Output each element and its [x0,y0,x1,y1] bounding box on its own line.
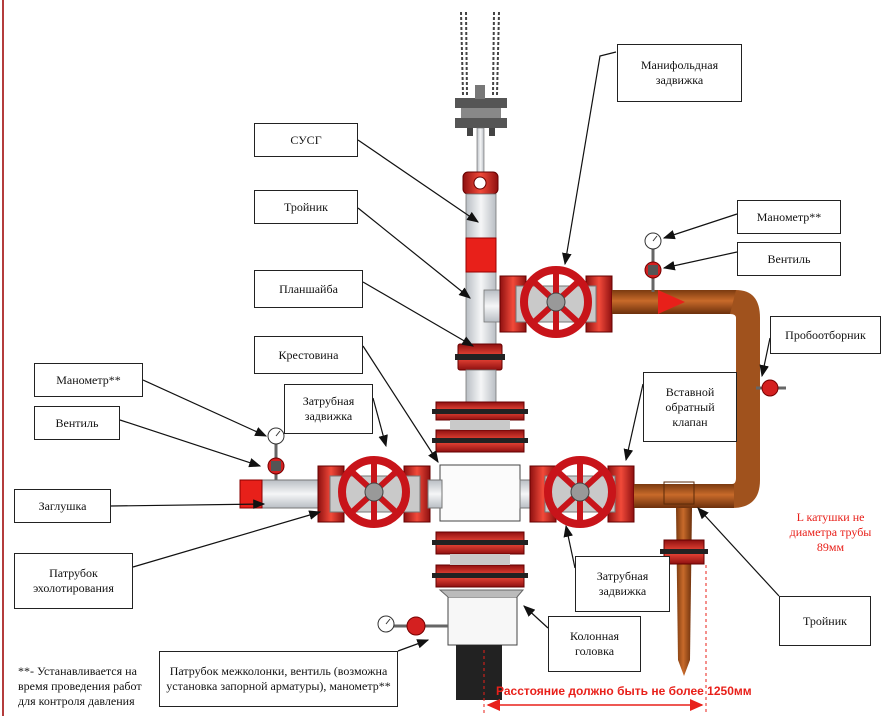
label-cross: Крестовина [254,336,363,374]
label-faceplate: Планшайба [254,270,363,308]
distance-dimension [483,565,707,715]
polished-rod-strands [460,11,500,96]
left-valve-handwheel [338,456,410,528]
label-tee-top: Тройник [254,190,358,224]
distance-label: Расстояние должно быть не более 1250мм [496,684,752,698]
label-manometer-right: Манометр** [737,200,841,234]
tee-red-sleeve [465,237,497,273]
label-echo-pipe: Патрубок эхолотирования [14,553,133,609]
branch-flange [660,539,708,565]
cross-body [439,464,521,522]
label-column-head: Колонная головка [548,616,641,672]
intercolumn-manometer [377,615,448,636]
label-manifold-valve: Манифольдная задвижка [617,44,742,102]
label-manometer-left: Манометр** [34,363,143,397]
label-intercolumn-pipe: Патрубок межколонки, вентиль (возможна у… [159,651,398,707]
label-annular-valve-right: Затрубная задвижка [575,556,670,612]
label-tee-bottom: Тройник [779,596,871,646]
coil-length-note: L катушки не диаметра трубы 89мм [789,510,872,554]
label-valve-right: Вентиль [737,242,841,276]
right-valve-handwheel [544,456,616,528]
polished-rod [476,127,485,179]
label-sampler: Пробоотборник [770,316,881,354]
label-plug: Заглушка [14,489,111,523]
right-manometer [644,232,662,292]
manifold-valve-handwheel [520,266,592,338]
left-manometer [267,427,285,480]
footnote: **- Устанавливается на время проведения … [18,664,142,708]
sampler [756,379,786,397]
leader-arrows [110,51,780,652]
column-head-body [447,596,518,646]
faceplate-flange [455,343,505,371]
rod-clamp [455,85,507,136]
cross-upper-flanges [432,401,528,453]
label-valve-left: Вентиль [34,406,120,440]
cross-lower-flanges [432,531,528,588]
label-susg: СУСГ [254,123,358,157]
label-annular-valve-left: Затрубная задвижка [284,384,373,434]
casing-pipe [456,645,502,700]
label-check-valve: Вставной обратный клапан [643,372,737,442]
susg-seal [462,171,499,195]
